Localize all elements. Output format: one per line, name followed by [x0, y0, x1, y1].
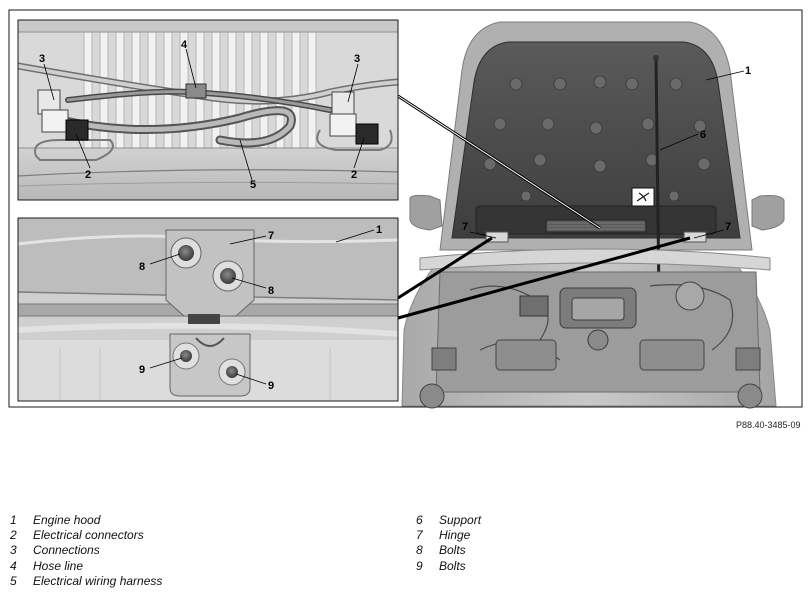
legend-label: Bolts: [439, 558, 466, 573]
callout-connections-left: 3: [39, 53, 45, 65]
legend-item: 7 Hinge: [416, 528, 481, 543]
callout-engine-hood-detail: 1: [376, 224, 382, 236]
callout-engine-hood-main: 1: [745, 65, 751, 77]
legend-label: Engine hood: [33, 513, 101, 527]
legend-item: 9 Bolts: [416, 559, 481, 574]
legend-item: 3 Connections: [10, 543, 162, 558]
callout-bolts-upper-2: 8: [268, 285, 274, 297]
detail-panel-connections: [18, 20, 398, 200]
legend-number: 1: [10, 513, 17, 527]
callout-hinge-detail: 7: [268, 230, 274, 242]
legend-label: Connections: [33, 543, 100, 558]
callout-hinge-right: 7: [725, 221, 731, 233]
legend-item: 5 Electrical wiring harness: [10, 574, 162, 589]
callout-connections-right: 3: [354, 53, 360, 65]
callout-electrical-connectors-right: 2: [351, 169, 357, 181]
legend-number: 9: [416, 558, 423, 573]
legend-number: 3: [10, 543, 17, 558]
callout-electrical-connectors-left: 2: [85, 169, 91, 181]
callout-bolts-lower-2: 9: [268, 380, 274, 392]
callout-hose-line: 4: [181, 39, 188, 51]
callouts: [43, 48, 745, 385]
legend-label: Support: [439, 513, 482, 527]
legend-number: 5: [10, 573, 17, 588]
vehicle-front-view: [401, 21, 785, 409]
legend-item: 8 Bolts: [416, 543, 481, 558]
legend-item: 1 Engine hood: [10, 513, 162, 528]
legend-number: 7: [416, 528, 423, 543]
legend-label: Electrical connectors: [33, 528, 144, 543]
callout-bolts-lower-1: 9: [139, 364, 145, 376]
legend-label: Hinge: [439, 528, 471, 543]
legend-left: 1 Engine hood 2 Electrical connectors 3 Con…: [10, 513, 162, 589]
legend-label: Hose line: [33, 558, 84, 573]
legend-label: Bolts: [439, 543, 466, 558]
legend-label: Electrical wiring harness: [33, 573, 163, 588]
callout-labels: 4 3 3 2 2 5 1 6 7 7 1 7 8 8 9 9: [39, 39, 751, 392]
legend-item: 4 Hose line: [10, 559, 162, 574]
legend-number: 2: [10, 528, 17, 543]
legend-item: 6 Support: [416, 513, 481, 528]
legend-number: 4: [10, 558, 17, 573]
callout-hinge-left: 7: [462, 221, 468, 233]
detail-panel-hinge: [18, 218, 398, 401]
callout-bolts-upper-1: 8: [139, 261, 145, 273]
callout-wiring-harness: 5: [250, 179, 256, 191]
legend-item: 2 Electrical connectors: [10, 528, 162, 543]
figure-reference-code: P88.40-3485-09: [736, 420, 801, 430]
callout-support: 6: [700, 129, 706, 141]
legend-number: 8: [416, 543, 423, 558]
legend-number: 6: [416, 513, 423, 527]
